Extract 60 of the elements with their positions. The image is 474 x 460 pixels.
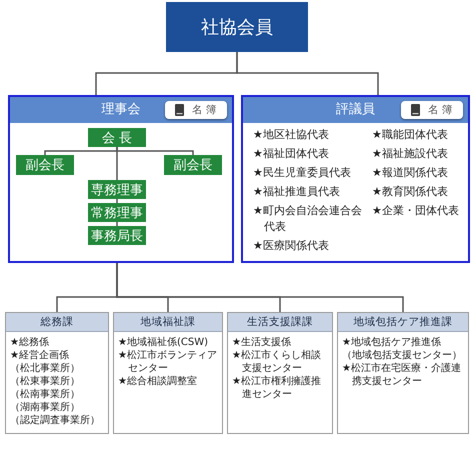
list-item: ★松江市ボランティアセンター [118,349,218,375]
role-box [88,203,146,222]
list-item: ★医療関係代表 [253,238,329,254]
list-item: ★経営企画係 [10,349,69,362]
role-box [88,180,146,199]
list-item: ★松江市権利擁護推進センター [232,375,322,401]
list-item: （松東事業所） [10,375,80,388]
list-item: ★地域福祉係(CSW) [118,336,208,349]
list-item: ★職能団体代表 [372,127,448,143]
list-item: ★企業・団体代表 [372,203,459,219]
department-box [227,312,333,434]
list-item: ★生活支援係 [232,336,291,349]
group-panel [241,95,470,263]
list-item: （認定調査事業所） [10,414,100,427]
department-box [337,312,469,434]
list-item: ★松江市在宅医療・介護連携支援センター [342,362,462,388]
connector-line [116,147,118,180]
list-item: ★町内会自治会連合会代表 [253,203,363,235]
connector-line [116,199,118,203]
list-item: ★総合相談調整室 [118,375,197,388]
group-panel [8,95,234,263]
roster-button: 名 簿 [165,101,227,119]
connector-line [116,263,404,312]
panel-title: 理事会 [102,102,140,118]
list-item: ★福祉団体代表 [253,146,329,162]
list-item: ★地区社協代表 [253,127,329,143]
list-item: ★教育関係代表 [372,184,448,200]
list-item: ★福祉推進員代表 [253,184,340,200]
list-item: （松南事業所） [10,388,80,401]
roster-button: 名 簿 [401,101,463,119]
role-label: 事務局長 [91,228,143,244]
panel-title: 評議員 [336,102,375,118]
department-box [5,312,109,434]
list-item: （松北事業所） [10,362,80,375]
role-label: 会 長 [102,130,132,146]
list-item: ★民生児童委員代表 [253,165,351,181]
role-box [16,155,74,175]
department-header: 地域福祉課 [114,313,222,332]
list-item: ★福祉施設代表 [372,146,448,162]
role-label: 専務理事 [91,182,143,198]
role-label: 副会長 [174,157,212,174]
connector-line [116,222,118,226]
role-box [88,226,146,245]
role-box [88,128,146,147]
list-item: （湖南事業所） [10,401,80,414]
list-item: ★総務係 [10,336,49,349]
list-item: （地域包括支援センター） [342,349,462,362]
department-header: 生活支援課課 [228,313,332,332]
department-box [113,312,223,434]
list-item: ★地域包括ケア推進係 [342,336,441,349]
list-item: ★報道関係代表 [372,165,448,181]
list-item: ★松江市くらし相談支援センター [232,349,322,375]
role-label: 副会長 [26,157,64,174]
org-box [166,2,308,52]
role-label: 常務理事 [91,204,143,222]
department-header: 総務課 [6,313,108,332]
box-label: 社協会員 [201,16,273,39]
role-box [164,155,222,175]
connector-line [236,52,379,95]
department-header: 地域包括ケア推進課 [338,313,468,332]
